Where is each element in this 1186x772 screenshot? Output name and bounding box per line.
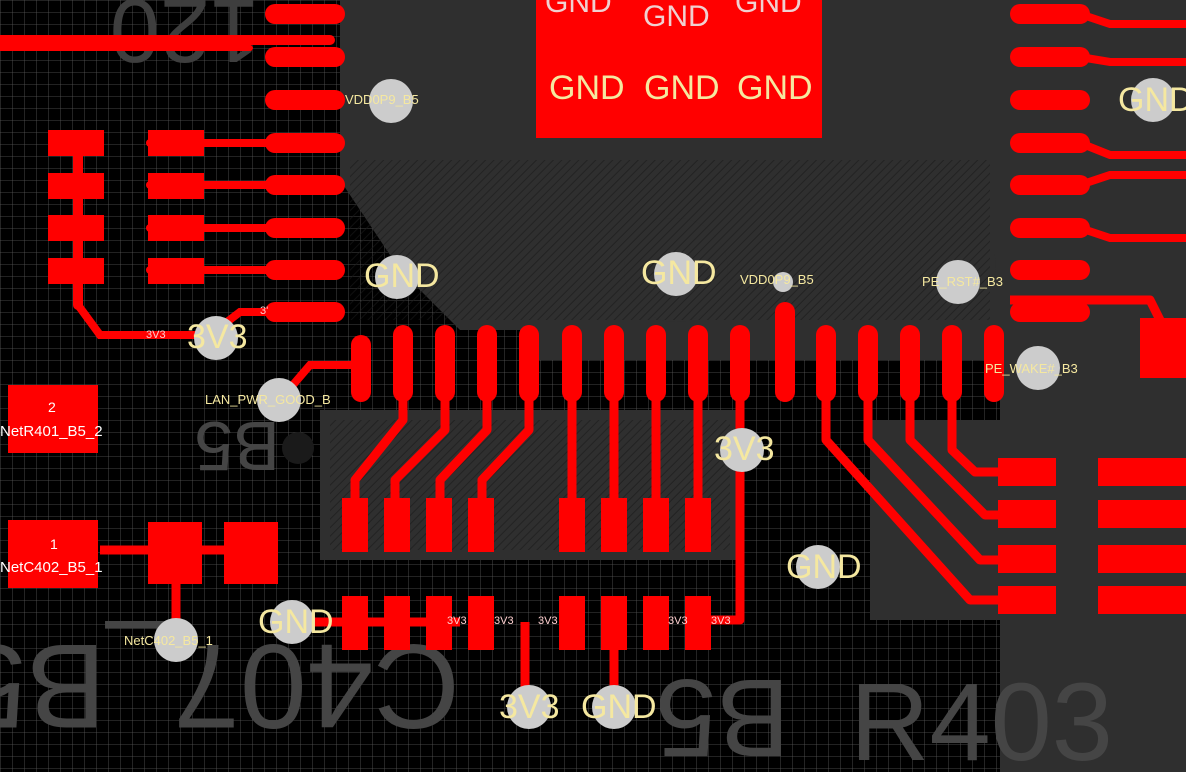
gnd-label-via-left: GND xyxy=(364,257,440,295)
vdd0p9-label-left: VDD0P9_B5 xyxy=(345,92,419,107)
gnd-label-lower-left: GND xyxy=(258,603,334,641)
gnd-label-right: GND xyxy=(1118,81,1186,119)
v3v3-label-bottom: 3V3 xyxy=(499,688,560,726)
trace-label-3v3-b2: 3V3 xyxy=(494,615,514,627)
gnd-label-pad-top-left: GND xyxy=(545,0,612,19)
netc402-label-via: NetC402_B5_1 xyxy=(124,633,213,648)
silkscreen: C407_B5 xyxy=(0,619,460,753)
silk-b5-bottom: B5 xyxy=(655,656,790,772)
netc402-label-pad: NetC402_B5_1 xyxy=(0,559,103,576)
trace-label-3v3-b3: 3V3 xyxy=(538,615,558,627)
gnd-label-pad-top-right: GND xyxy=(735,0,802,19)
gnd-label-pad-2: GND xyxy=(644,69,720,107)
gnd-label-bottom: GND xyxy=(581,688,657,726)
svg-text:C407_B5: C407_B5 xyxy=(0,619,460,753)
trace-label-3v3-left: 3V3 xyxy=(146,329,166,341)
vias[interactable] xyxy=(154,78,1175,729)
left-smd-pads[interactable] xyxy=(48,130,204,284)
lan-pwr-good-label: LAN_PWR_GOOD_B xyxy=(205,392,331,407)
silk-r403: R403 xyxy=(850,661,1113,772)
trace-label-3v3-b4: 3V3 xyxy=(668,615,688,627)
pe-wake-label: PE_WAKE#_B3 xyxy=(985,361,1078,376)
trace-label-3v3-b5: 3V3 xyxy=(711,615,731,627)
pe-rst-label: PE_RST#_B3 xyxy=(922,274,1003,289)
right-pin-pads[interactable] xyxy=(1010,4,1090,322)
gnd-label-pad-top-center: GND xyxy=(643,0,710,33)
gnd-label-pad-1: GND xyxy=(549,69,625,107)
silk-b5-left: B5 xyxy=(194,407,280,485)
bottom-pin-pads[interactable] xyxy=(351,302,1004,402)
gnd-label-lower-right: GND xyxy=(786,548,862,586)
v3v3-label-left: 3V3 xyxy=(187,318,248,356)
gnd-label-via-center: GND xyxy=(641,254,717,292)
right-traces[interactable] xyxy=(1078,10,1186,242)
v3v3-label-center: 3V3 xyxy=(714,430,775,468)
trace-label-3: 3' xyxy=(260,305,269,317)
mount-hole xyxy=(282,432,314,464)
vdd0p9-label-right: VDD0P9_B5 xyxy=(740,272,814,287)
netr401-label: NetR401_B5_2 xyxy=(0,423,103,440)
gnd-label-pad-3: GND xyxy=(737,69,813,107)
pad-number-1: 1 xyxy=(50,536,58,552)
exposed-pad[interactable] xyxy=(536,0,822,138)
pad-number-2: 2 xyxy=(48,399,56,415)
trace-label-3v3-b1: 3V3 xyxy=(447,615,467,627)
lower-pads[interactable] xyxy=(8,318,1186,650)
